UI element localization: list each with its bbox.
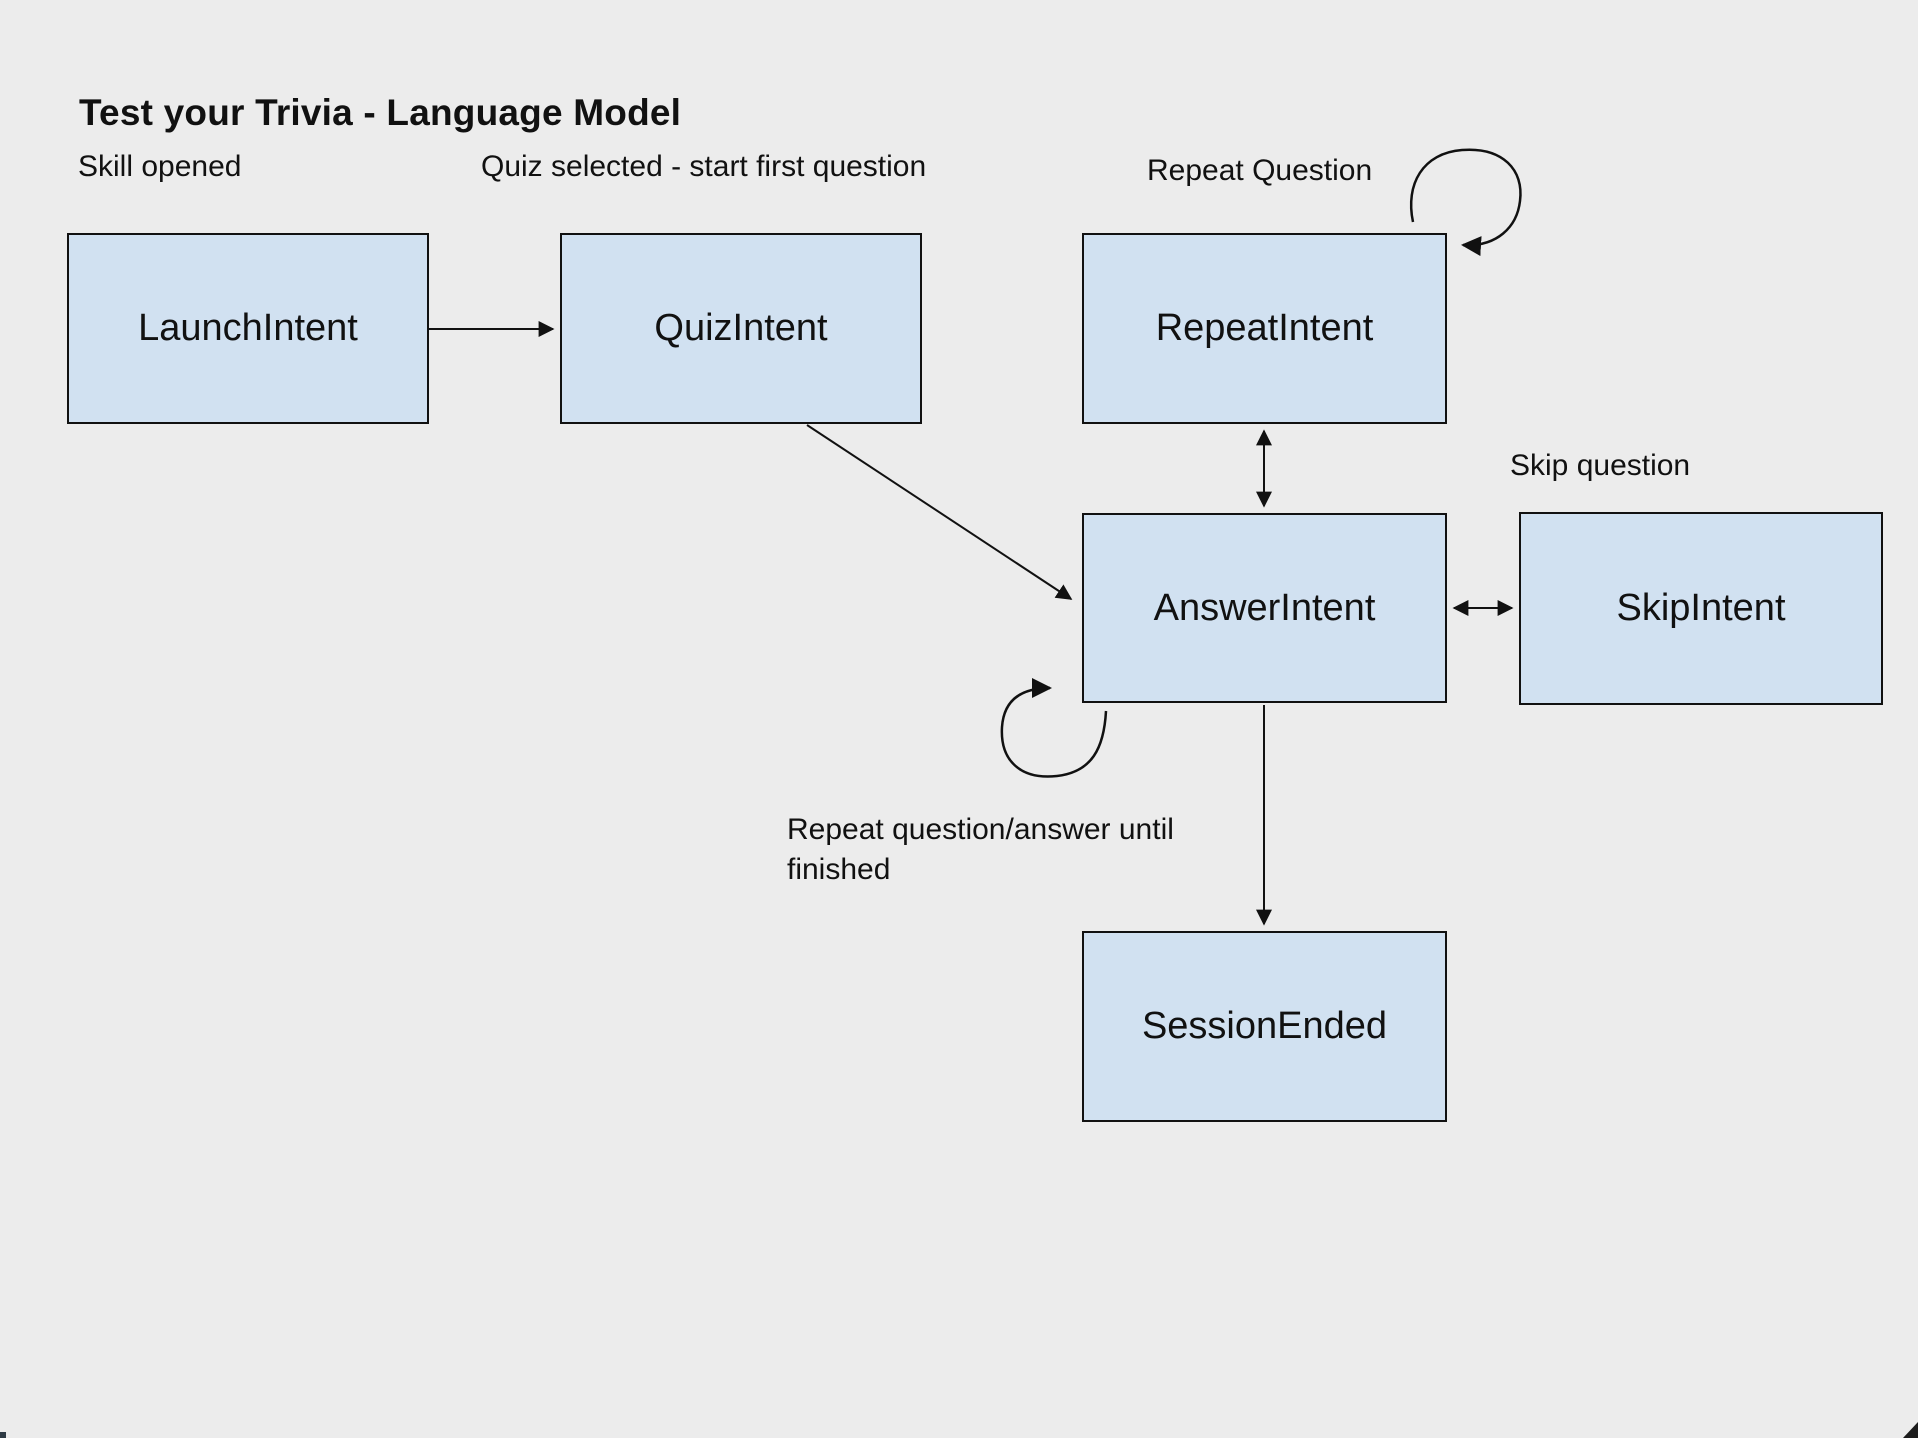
- node-sessionended-label: SessionEnded: [1141, 1005, 1388, 1047]
- corner-artifact-bottom-left: [0, 1432, 6, 1438]
- node-launchintent: LaunchIntent: [67, 233, 429, 424]
- node-answerintent: AnswerIntent: [1082, 513, 1447, 703]
- node-launchintent-label: LaunchIntent: [138, 307, 358, 349]
- edge-answer-self-loop: [1000, 678, 1108, 778]
- node-answerintent-label: AnswerIntent: [1153, 586, 1376, 629]
- annotation-skip-question: Skip question: [1510, 449, 1691, 482]
- edge-quiz-to-answer: [806, 424, 1073, 600]
- node-sessionended: SessionEnded: [1082, 931, 1447, 1122]
- edge-repeat-self-loop: [1409, 148, 1522, 257]
- node-skipintent: SkipIntent: [1519, 512, 1883, 705]
- corner-artifact-bottom-right: [1903, 1422, 1918, 1438]
- annotation-repeat-until-finished: Repeat question/answer until finished: [787, 813, 1174, 886]
- diagram-title: Test your Trivia - Language Model: [79, 92, 682, 133]
- node-repeatintent: RepeatIntent: [1082, 233, 1447, 424]
- node-quizintent-label: QuizIntent: [654, 307, 828, 349]
- node-repeatintent-label: RepeatIntent: [1155, 307, 1374, 349]
- annotation-skill-opened: Skill opened: [78, 150, 242, 183]
- node-skipintent-label: SkipIntent: [1616, 587, 1786, 629]
- annotation-quiz-selected: Quiz selected - start first question: [481, 150, 927, 183]
- node-quizintent: QuizIntent: [560, 233, 922, 424]
- annotation-repeat-question: Repeat Question: [1147, 154, 1373, 187]
